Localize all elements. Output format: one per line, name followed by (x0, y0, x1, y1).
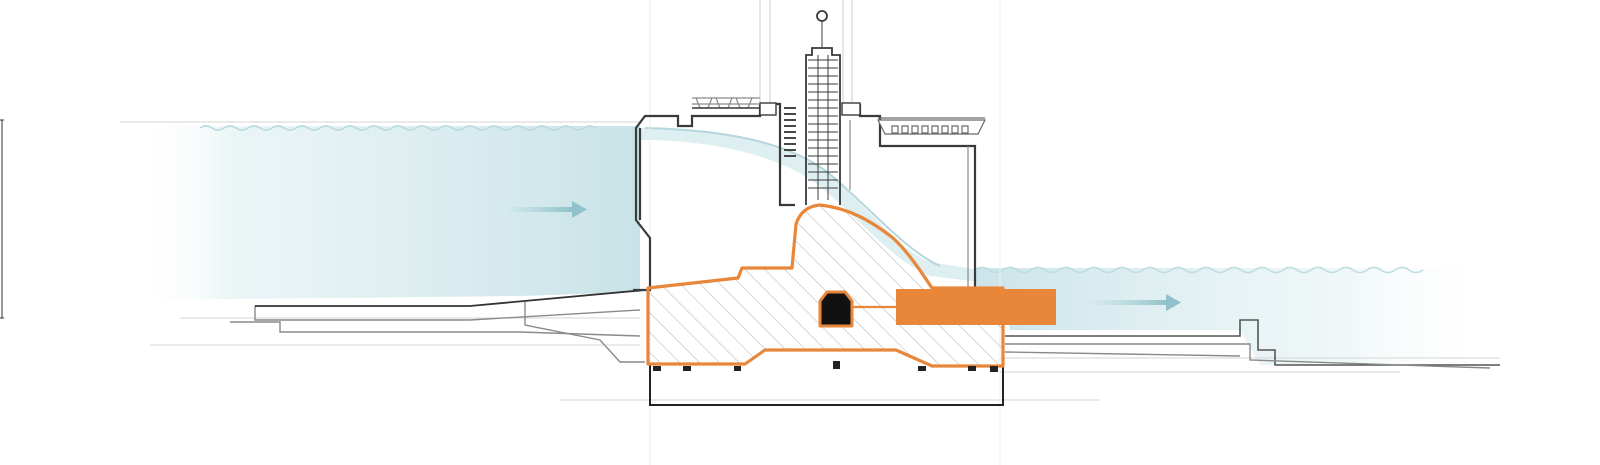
downstream-apron (1004, 319, 1500, 369)
tower-rungs (808, 59, 838, 189)
flow-arrow-icon (505, 201, 587, 218)
gate-slot-marks (784, 107, 796, 157)
hoist-block-left (759, 102, 777, 116)
flow-arrow-icon (1088, 294, 1181, 311)
gallery-icon (818, 290, 854, 328)
highlight-callout-box (896, 289, 1056, 325)
left-bridge-railing (692, 97, 760, 109)
right-bridge-deck (877, 117, 986, 135)
foundation-anchors (653, 361, 998, 372)
reference-lines (0, 0, 1500, 465)
hoist-block-right (841, 102, 861, 116)
foundation-slab (649, 364, 1004, 406)
ogee-dam-body (646, 203, 1005, 368)
upstream-apron (230, 289, 646, 363)
upstream-water (140, 125, 640, 300)
downstream-water (974, 266, 1500, 365)
gate-tower (805, 10, 841, 205)
